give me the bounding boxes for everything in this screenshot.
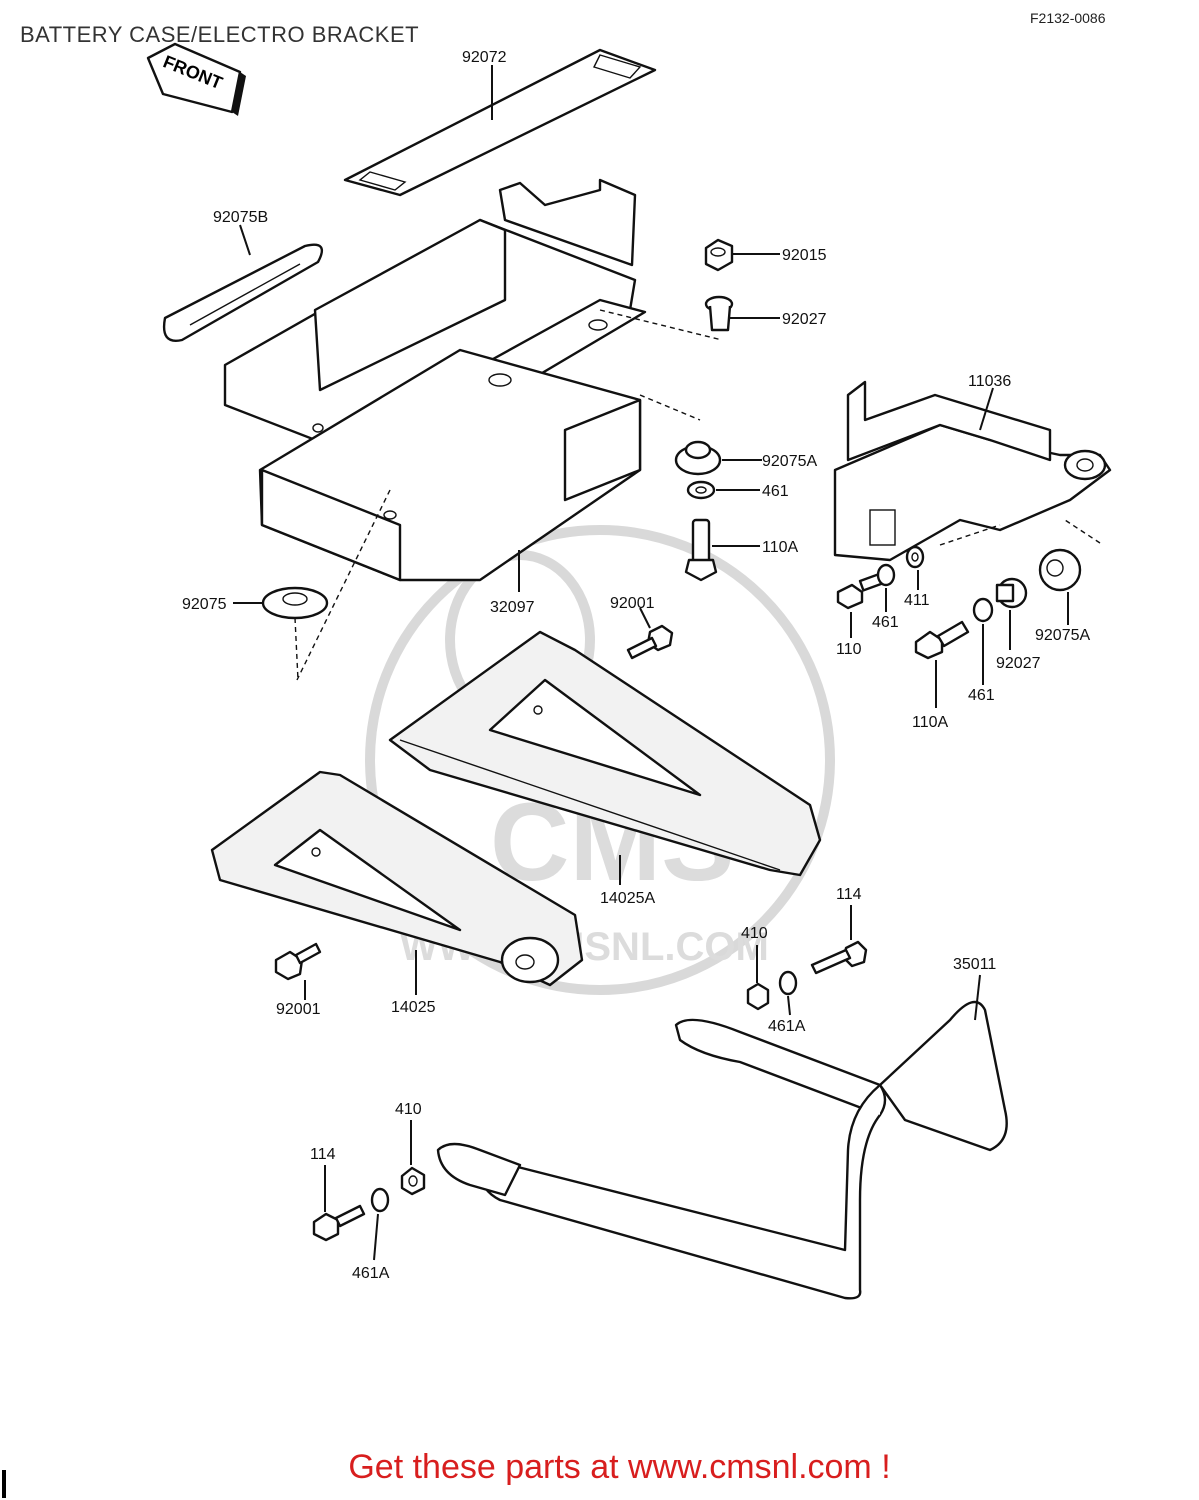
bolt-110a-part [684,518,718,582]
label-411: 411 [904,592,930,609]
label-35011: 35011 [953,956,996,973]
promo-link[interactable]: Get these parts at www.cmsnl.com ! [0,1448,1199,1487]
diagram-code: F2132-0086 [1030,10,1106,26]
bolt-92001-upper-part [626,624,674,660]
washer-411-part [905,545,925,569]
cover-part [162,243,323,342]
label-461a-left: 461A [352,1265,390,1282]
washer-461-part [686,480,716,500]
label-92072: 92072 [462,49,507,66]
label-114-right: 114 [836,886,862,903]
label-92075a-right: 92075A [1035,627,1090,644]
bolt-114-left-part [312,1204,366,1242]
bolt-110-part [836,572,886,610]
bracket-14025a-part [388,630,822,877]
bolt-114-right-part [810,940,868,975]
nut-410-right-part [746,982,770,1011]
collar-92027-right-part [995,577,1028,609]
label-92015: 92015 [782,247,827,264]
edge-mark [2,1470,6,1498]
label-461-r2: 461 [968,687,995,704]
page-title: BATTERY CASE/ELECTRO BRACKET [20,22,420,47]
label-11036: 11036 [968,373,1011,390]
label-461a-right: 461A [768,1018,806,1035]
battery-case-part [223,178,647,582]
label-110a-right: 110A [912,714,949,731]
part-labels: 92072 92075B 92015 92027 11036 92075A 46… [182,49,1090,1282]
washer-461a-left-part [370,1187,390,1213]
bracket-11036-part [833,380,1112,562]
collar-92027-part [704,295,734,332]
label-32097: 32097 [490,599,535,616]
label-461-r1: 461 [872,614,899,631]
label-110a-mid: 110A [762,539,799,556]
promo-text: Get these parts at www.cmsnl.com ! [348,1448,891,1486]
nut-410-left-part [400,1166,426,1196]
label-92075: 92075 [182,596,227,613]
grommet-92075a-part [674,440,722,476]
label-92027-top: 92027 [782,311,827,328]
phantom-lines [294,309,1101,681]
bracket-14025-part [210,770,584,987]
label-461-mid: 461 [762,483,789,500]
label-110: 110 [836,641,862,658]
label-14025: 14025 [391,999,436,1016]
label-114-left: 114 [310,1146,336,1163]
bolt-92001-lower-part [274,942,322,981]
label-410-right: 410 [741,925,768,942]
washer-461a-right-part [778,970,798,996]
nut-92015-part [704,238,734,272]
washer-461-right-2-part [972,597,994,623]
strap-part [343,48,657,197]
label-92001-lower: 92001 [276,1001,321,1018]
bolt-110a-right-part [914,620,970,660]
grommet-92075-part [261,586,329,620]
label-92001-upper: 92001 [610,595,655,612]
leader-lines [233,65,1069,1261]
label-92075a-mid: 92075A [762,453,817,470]
label-92027-right: 92027 [996,655,1041,672]
label-92075b: 92075B [213,209,268,226]
label-410-left: 410 [395,1101,422,1118]
label-14025a: 14025A [600,890,655,907]
washer-461-right-1-part [876,563,896,587]
front-arrow-icon: FRONT [146,42,246,116]
stay-35011-part [436,1000,1008,1300]
grommet-92075a-right-part [1038,548,1082,592]
